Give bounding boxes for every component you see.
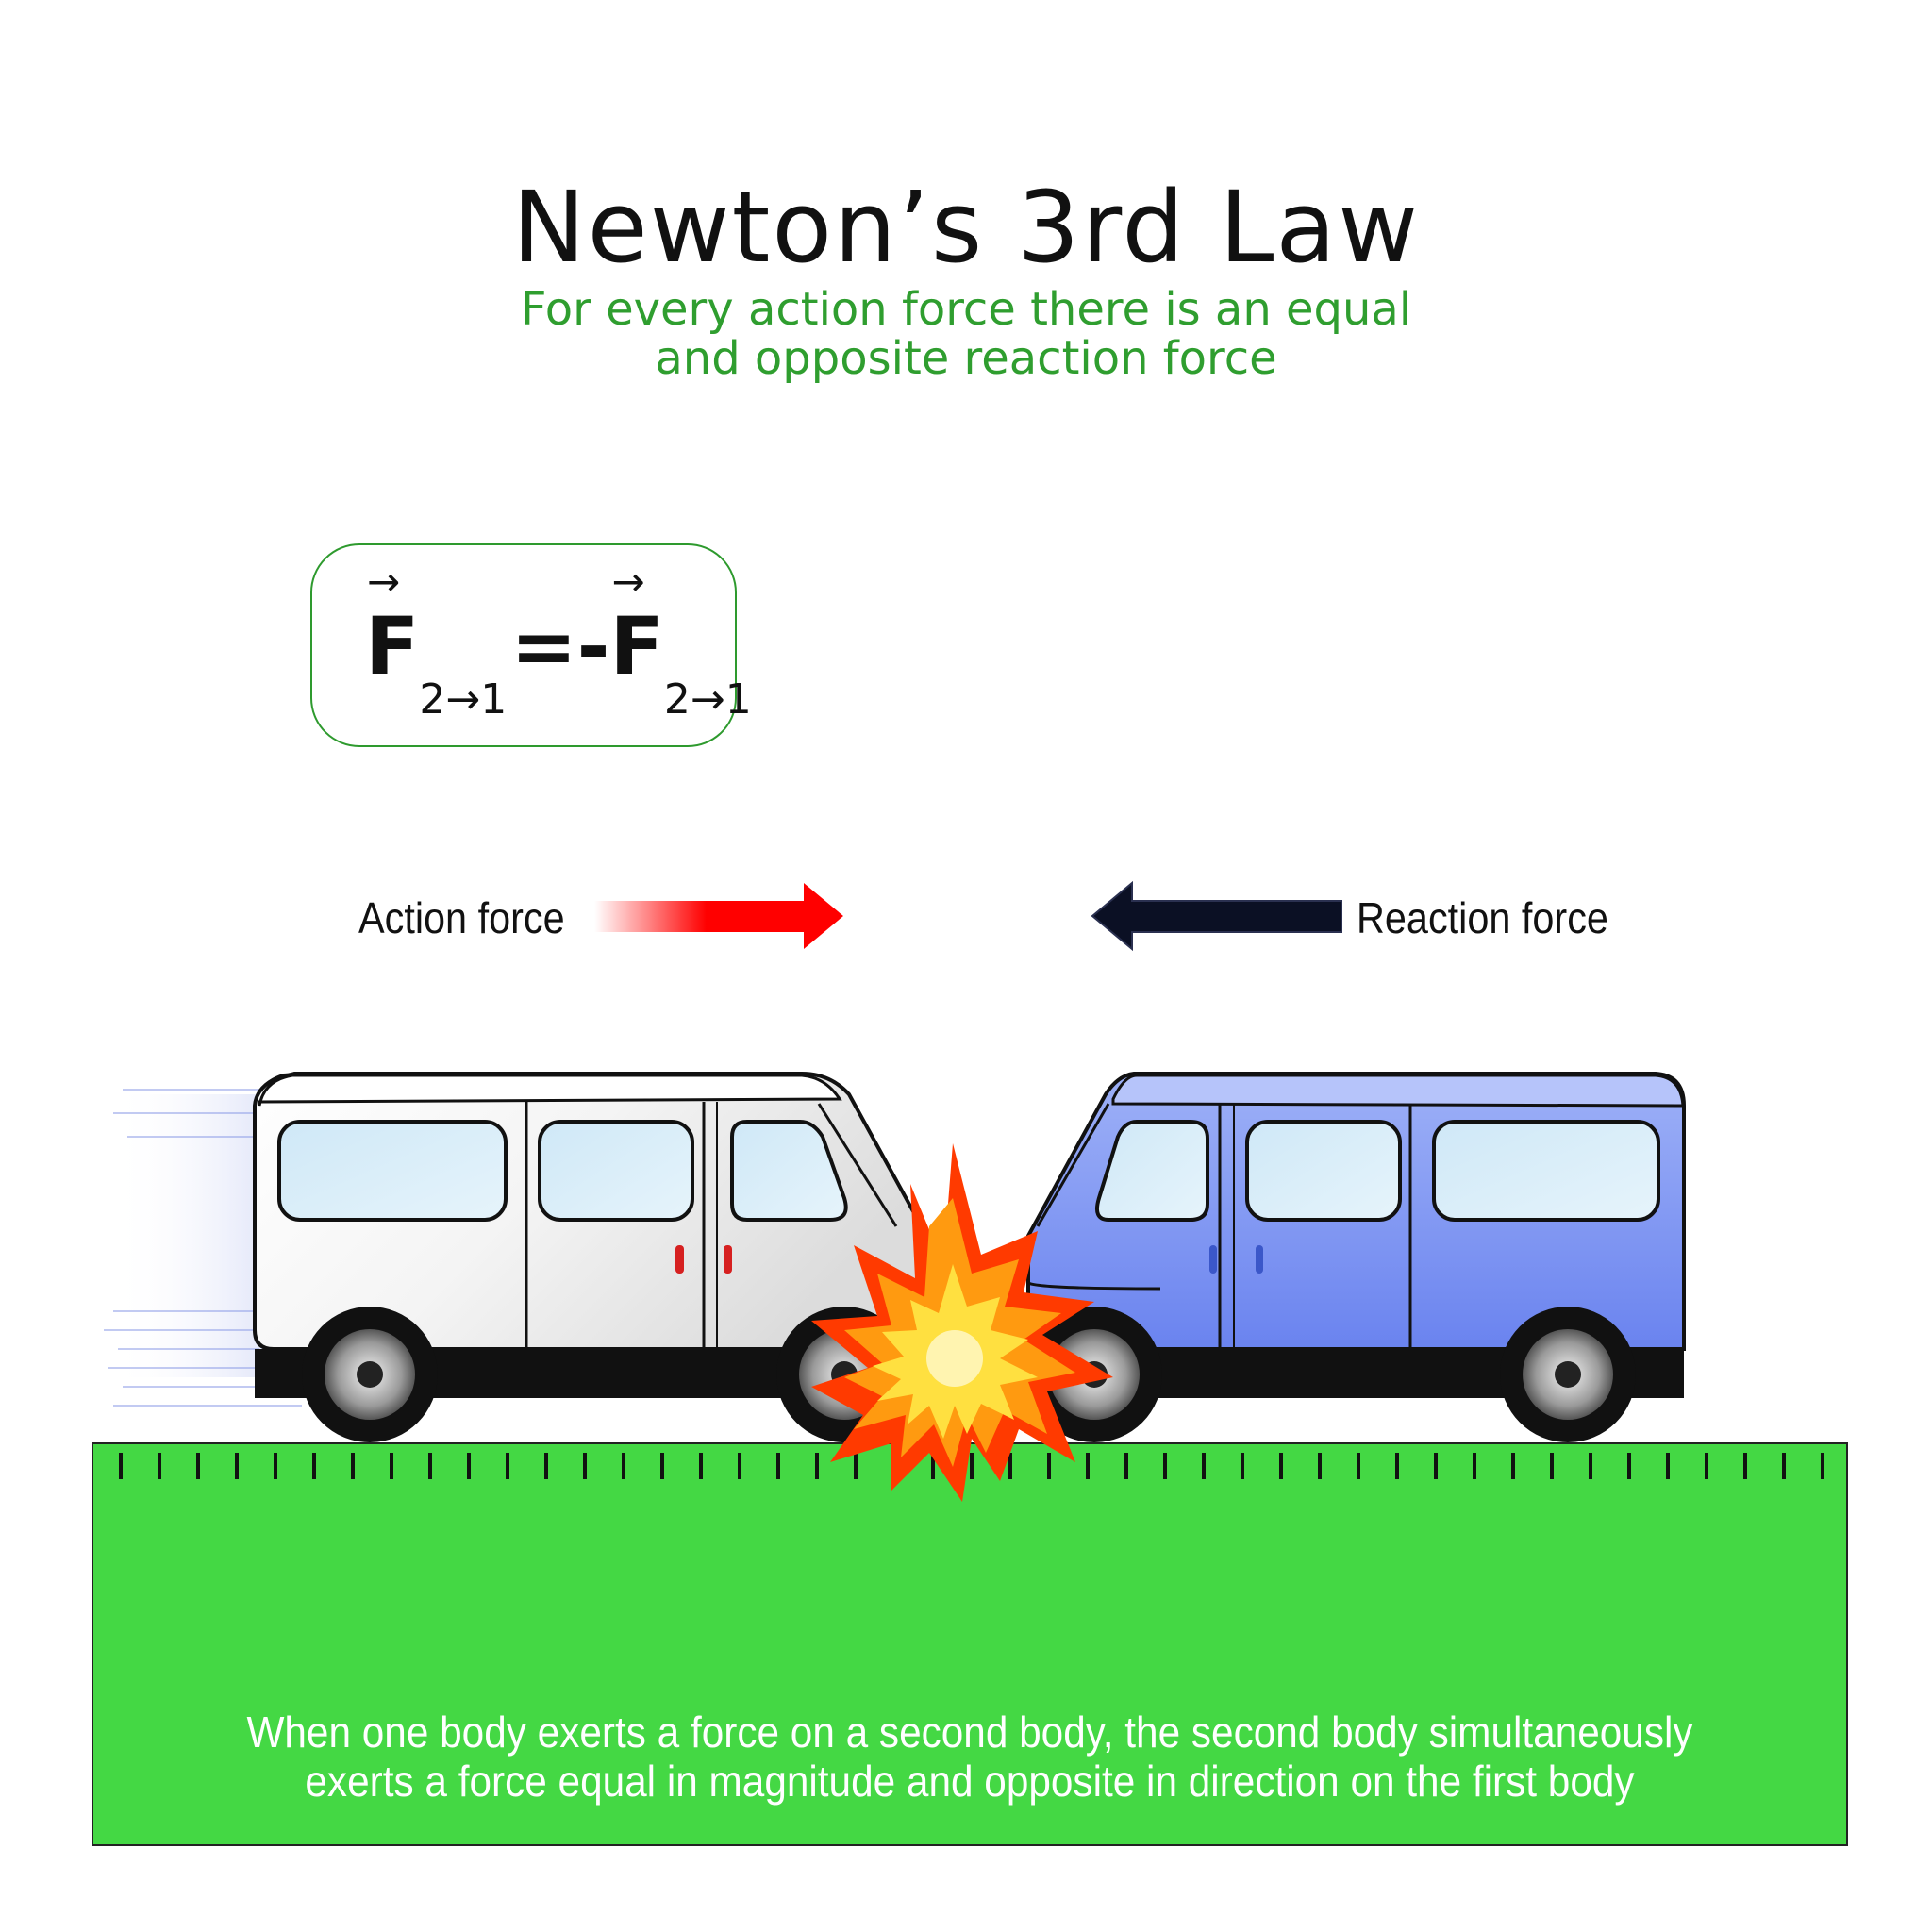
equals-sign: =- [510,600,610,692]
formula-box: →F2→1=-→F2→1 [310,543,752,747]
explosion-icon [811,1143,1113,1502]
lhs-subscript: 2→1 [419,675,508,724]
caption-line-2: exerts a force equal in magnitude and op… [305,1757,1635,1806]
lhs-vector: →F [365,562,420,693]
reaction-force-label: Reaction force [1357,893,1608,942]
caption-line-1: When one body exerts a force on a second… [246,1707,1693,1757]
subtitle-line-2: and opposite reaction force [655,332,1277,385]
lhs-symbol: F [365,600,420,692]
subtitle-line-1: For every action force there is an equal [520,283,1412,336]
blue-van-icon [1026,1072,1686,1442]
rhs-vector: →F [609,562,664,693]
ground [92,1442,1848,1846]
caption: When one body exerts a force on a second… [92,1707,1847,1806]
page-title: Newton’s 3rd Law [511,170,1421,285]
subtitle: For every action force there is an equal… [400,285,1532,383]
ground-ticks [119,1453,1824,1479]
vector-arrow-icon: → [611,558,645,605]
action-force-label: Action force [358,893,565,942]
vector-arrow-icon: → [367,558,401,605]
rhs-subscript: 2→1 [663,675,752,724]
motion-lines [104,1089,302,1407]
formula: →F2→1=-→F2→1 [365,562,756,724]
action-arrow-icon [594,883,843,949]
rhs-symbol: F [609,600,664,692]
reaction-arrow-icon [1091,880,1342,952]
